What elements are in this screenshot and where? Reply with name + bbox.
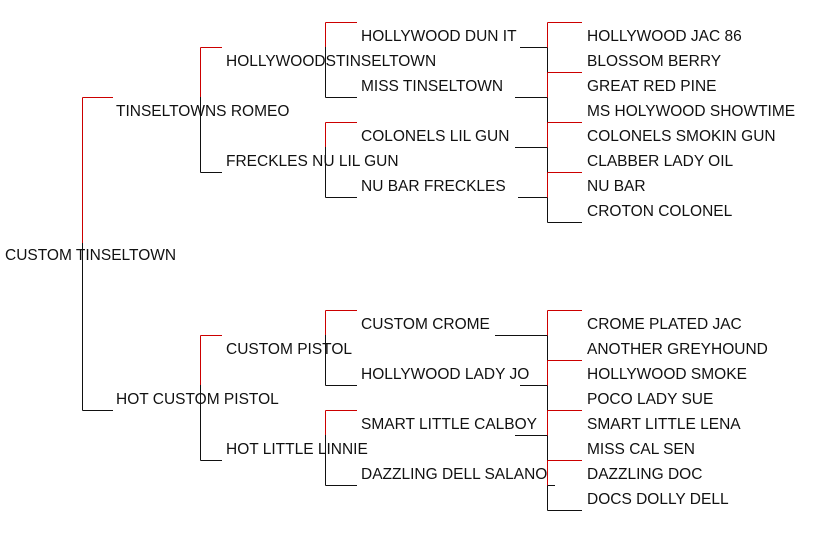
dss-sire-name: CROME PLATED JAC [587,316,742,333]
sire-dam-name: FRECKLES NU LIL GUN [226,153,399,170]
sdd-dam-name: CROTON COLONEL [587,203,733,220]
sds-dam-name: CLABBER LADY OIL [587,153,734,170]
ssd-sire-name: GREAT RED PINE [587,78,717,95]
ddd-dam-name: DOCS DOLLY DELL [587,491,729,508]
sire-sire-name: HOLLYWOODSTINSELTOWN [226,53,437,70]
dam-sire-name: CUSTOM PISTOL [226,341,353,358]
ss-sire-name: HOLLYWOOD DUN IT [361,28,517,45]
sdd-sire-name: NU BAR [587,178,646,195]
sds-sire-name: COLONELS SMOKIN GUN [587,128,776,145]
dds-sire-name: SMART LITTLE LENA [587,416,741,433]
subject-name: CUSTOM TINSELTOWN [5,247,177,264]
ds-dam-name: HOLLYWOOD LADY JO [361,366,530,383]
sire-name: TINSELTOWNS ROMEO [116,103,290,120]
ddd-sire-name: DAZZLING DOC [587,466,703,483]
dsd-sire-name: HOLLYWOOD SMOKE [587,366,747,383]
ssd-dam-name: MS HOLYWOOD SHOWTIME [587,103,796,120]
dss-dam-name: ANOTHER GREYHOUND [587,341,768,358]
sss-dam-name: BLOSSOM BERRY [587,53,722,70]
dds-dam-name: MISS CAL SEN [587,441,695,458]
sd-sire-name: COLONELS LIL GUN [361,128,510,145]
ss-dam-name: MISS TINSELTOWN [361,78,504,95]
dd-dam-name: DAZZLING DELL SALANO [361,466,548,483]
dsd-dam-name: POCO LADY SUE [587,391,714,408]
dam-name: HOT CUSTOM PISTOL [116,391,279,408]
dam-dam-name: HOT LITTLE LINNIE [226,441,368,458]
sd-dam-name: NU BAR FRECKLES [361,178,506,195]
sss-sire-name: HOLLYWOOD JAC 86 [587,28,742,45]
dd-sire-name: SMART LITTLE CALBOY [361,416,538,433]
ds-sire-name: CUSTOM CROME [361,316,490,333]
